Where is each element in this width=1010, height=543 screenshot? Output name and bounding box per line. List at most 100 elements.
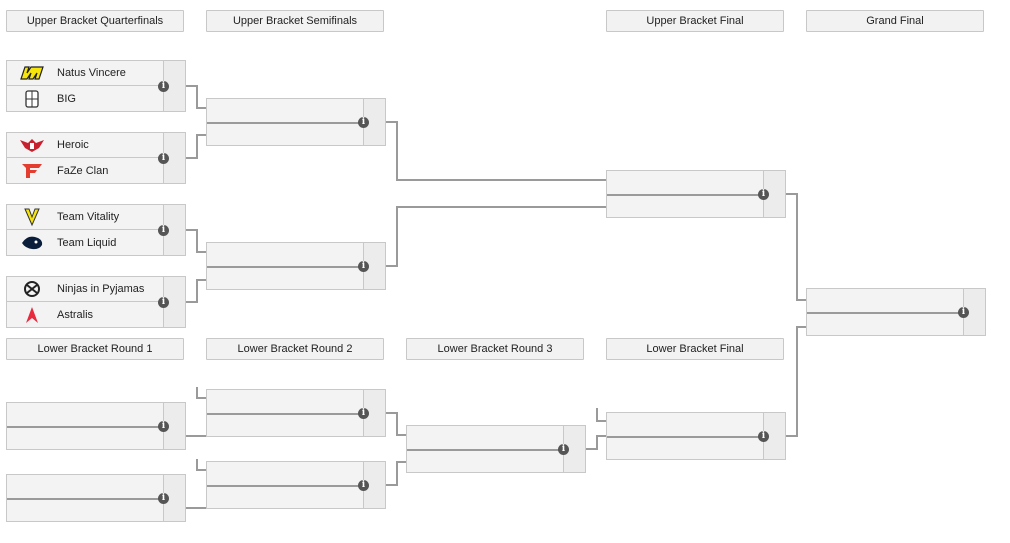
connector-line [596, 408, 598, 422]
team-name: FaZe Clan [57, 164, 109, 177]
header-lower-bracket-round-3: Lower Bracket Round 3 [406, 338, 584, 360]
connector-line [196, 459, 198, 471]
team-row[interactable]: FaZe Clan [7, 158, 163, 183]
match-divider [7, 426, 185, 428]
match-ubsf-1[interactable]: i [206, 98, 386, 146]
info-icon[interactable]: i [358, 117, 369, 128]
connector-line [386, 265, 396, 267]
team-name: BIG [57, 92, 76, 105]
connector-line [186, 229, 196, 231]
info-icon[interactable]: i [358, 480, 369, 491]
connector-line [786, 435, 796, 437]
heroic-logo-icon [17, 134, 47, 156]
info-icon[interactable]: i [158, 421, 169, 432]
match-divider [207, 485, 385, 487]
header-upper-bracket-final: Upper Bracket Final [606, 10, 784, 32]
connector-line [596, 420, 606, 422]
astralis-logo-icon [17, 304, 47, 326]
connector-line [186, 157, 196, 159]
match-lbr2-2[interactable]: i [206, 461, 386, 509]
match-lbr2-1[interactable]: i [206, 389, 386, 437]
connector-line [196, 134, 198, 159]
match-ubqf-4[interactable]: Ninjas in Pyjamas Astralis i [6, 276, 186, 328]
connector-line [386, 484, 396, 486]
team-row[interactable]: BIG [7, 86, 163, 111]
match-ubqf-2[interactable]: Heroic FaZe Clan i [6, 132, 186, 184]
connector-line [196, 134, 206, 136]
connector-line [386, 412, 396, 414]
header-lower-bracket-final: Lower Bracket Final [606, 338, 784, 360]
match-lbr1-1[interactable]: i [6, 402, 186, 450]
info-icon[interactable]: i [358, 261, 369, 272]
info-icon[interactable]: i [758, 189, 769, 200]
connector-line [386, 121, 396, 123]
team-row[interactable]: Astralis [7, 302, 163, 327]
navi-logo-icon [17, 62, 47, 84]
connector-line [196, 251, 206, 253]
connector-line [196, 469, 206, 471]
info-icon[interactable]: i [158, 297, 169, 308]
match-divider [7, 498, 185, 500]
info-icon[interactable]: i [158, 153, 169, 164]
match-lbr3[interactable]: i [406, 425, 586, 473]
info-icon[interactable]: i [158, 493, 169, 504]
info-icon[interactable]: i [558, 444, 569, 455]
match-divider [607, 436, 785, 438]
match-ubqf-1[interactable]: Natus Vincere BIG i [6, 60, 186, 112]
connector-line [396, 461, 398, 486]
team-name: Astralis [57, 308, 94, 321]
connector-line [396, 412, 398, 436]
connector-line [396, 206, 606, 208]
connector-line [196, 397, 206, 399]
connector-line [196, 279, 198, 303]
match-divider [207, 413, 385, 415]
team-name: Natus Vincere [57, 67, 126, 79]
team-name: Heroic [57, 139, 89, 151]
header-grand-final: Grand Final [806, 10, 984, 32]
match-ubf[interactable]: i [606, 170, 786, 218]
nip-logo-icon [17, 278, 47, 300]
team-row[interactable]: Natus Vincere [7, 61, 163, 86]
match-divider [607, 194, 785, 196]
team-row[interactable]: Team Vitality [7, 205, 163, 230]
match-lbf[interactable]: i [606, 412, 786, 460]
connector-line [586, 448, 596, 450]
info-icon[interactable]: i [358, 408, 369, 419]
connector-line [196, 107, 206, 109]
connector-line [796, 299, 806, 301]
connector-line [396, 206, 398, 267]
match-lbr1-2[interactable]: i [6, 474, 186, 522]
match-divider [407, 449, 585, 451]
match-ubqf-3[interactable]: Team Vitality Team Liquid i [6, 204, 186, 256]
connector-line [186, 435, 206, 437]
faze-logo-icon [17, 160, 47, 182]
team-row[interactable]: Team Liquid [7, 230, 163, 255]
connector-line [196, 85, 198, 109]
match-grand-final[interactable]: i [806, 288, 986, 336]
match-divider [807, 312, 985, 314]
connector-line [196, 387, 198, 399]
connector-line [186, 507, 206, 509]
match-divider [207, 266, 385, 268]
connector-line [796, 326, 798, 437]
vitality-logo-icon [17, 206, 47, 228]
connector-line [796, 326, 806, 328]
info-icon[interactable]: i [158, 81, 169, 92]
connector-line [796, 193, 798, 301]
liquid-logo-icon [17, 232, 47, 254]
header-upper-bracket-quarterfinals: Upper Bracket Quarterfinals [6, 10, 184, 32]
connector-line [186, 301, 196, 303]
header-lower-bracket-round-2: Lower Bracket Round 2 [206, 338, 384, 360]
connector-line [196, 279, 206, 281]
info-icon[interactable]: i [758, 431, 769, 442]
connector-line [186, 85, 196, 87]
team-row[interactable]: Heroic [7, 133, 163, 158]
connector-line [396, 179, 606, 181]
team-row[interactable]: Ninjas in Pyjamas [7, 277, 163, 302]
team-name: Team Liquid [57, 236, 117, 249]
info-icon[interactable]: i [158, 225, 169, 236]
match-ubsf-2[interactable]: i [206, 242, 386, 290]
header-upper-bracket-semifinals: Upper Bracket Semifinals [206, 10, 384, 32]
connector-line [396, 434, 406, 436]
info-icon[interactable]: i [958, 307, 969, 318]
